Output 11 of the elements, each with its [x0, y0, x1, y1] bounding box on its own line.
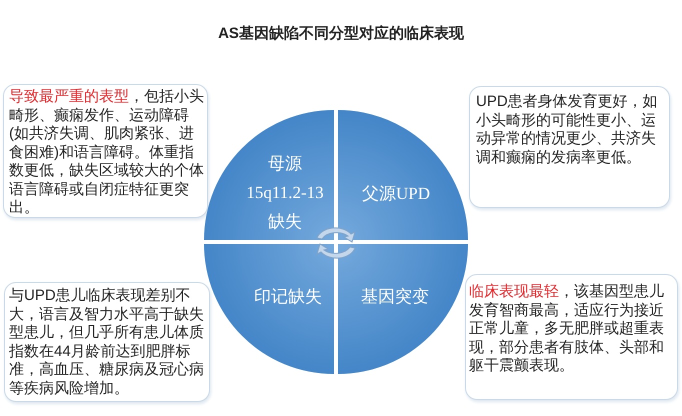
description-text: 与UPD患儿临床表现差别不大，语言及智力水平高于缺失型患儿，但几乎所有患儿体质指数在44月龄前达到肥胖标准，高血压、糖尿病及冠心病等疾病风险增加。 — [9, 287, 205, 398]
description-text: 导致最严重的表型，包括小头畸形、癫痫发作、运动障碍(如共济失调、肌肉紧张、进食困难)和语言障碍。体重指数更低，缺失区域较大的个体语言障碍或自闭症特征更突出。 — [9, 88, 205, 218]
description-text: 临床表现最轻，该基因型患儿发育智商最高，适应行为接近正常儿童，多无肥胖或超重表现，部分患者有肢体、头部和躯干震颤表现。 — [469, 283, 665, 376]
text-card — [469, 86, 670, 208]
quadrant-label: 父源UPD — [360, 183, 431, 205]
text-card — [465, 274, 678, 400]
quadrant-label: 印记缺失 — [253, 286, 323, 308]
quadrant-label: 母源 15q11.2-13缺失 — [245, 153, 325, 233]
description-text: UPD患者身体发育更好，如小头畸形的可能性更小、运动异常的情况更少、共济失调和癫痫的发病率更低。 — [476, 93, 659, 167]
quadrant-label: 基因突变 — [360, 286, 430, 308]
title: AS基因缺陷不同分型对应的临床表现 — [217, 24, 465, 43]
